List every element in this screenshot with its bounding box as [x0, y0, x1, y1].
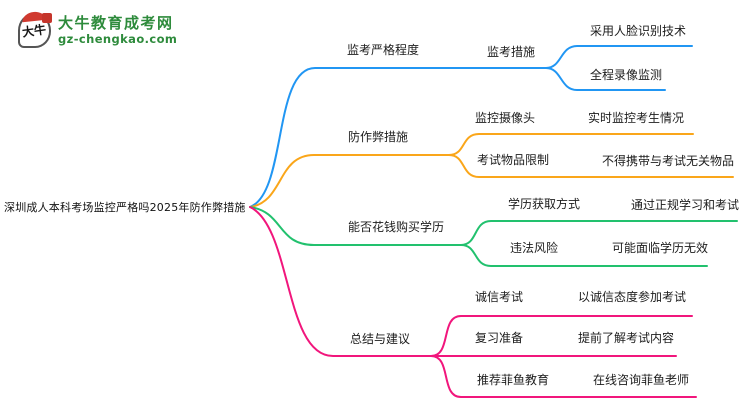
site-logo[interactable]: 大牛 大牛教育成考网 gz-chengkao.com	[18, 10, 177, 48]
branch-3-child-2-label: 违法风险	[510, 241, 559, 255]
branch-2-child-1-label: 监控摄像头	[475, 111, 536, 125]
branch-3-leaf-2: 可能面临学历无效	[612, 241, 709, 255]
branch-4-label: 总结与建议	[350, 332, 411, 346]
branch-1-leaf-2: 全程录像监测	[590, 68, 663, 82]
branch-1-child-1-label: 监考措施	[487, 45, 536, 59]
branch-2-label: 防作弊措施	[348, 130, 409, 144]
branch-4-main-connector	[249, 206, 432, 357]
branch-4-fork-up-connector	[430, 315, 693, 357]
branch-3-label: 能否花钱购买学历	[348, 220, 445, 234]
branch-4-leaf-3: 在线咨询菲鱼老师	[593, 373, 690, 387]
logo-title: 大牛教育成考网	[58, 14, 174, 33]
branch-4-leaf-1: 以诚信态度参加考试	[578, 290, 687, 304]
logo-domain: gz-chengkao.com	[58, 31, 178, 46]
branch-4-child-2-label: 复习准备	[475, 331, 524, 345]
branch-3-child-1-label: 学历获取方式	[508, 197, 581, 211]
branch-2-leaf-1: 实时监控考生情况	[588, 111, 685, 125]
branch-1-label: 监考严格程度	[347, 43, 420, 57]
branch-4-fork-down-connector	[430, 355, 697, 398]
branch-1-fork-down-connector	[545, 67, 666, 91]
branch-4-child-3-label: 推荐菲鱼教育	[477, 373, 550, 387]
branch-1-main-connector	[249, 67, 547, 208]
branch-3-main-connector	[249, 206, 462, 246]
branch-2-child-2-label: 考试物品限制	[477, 153, 550, 167]
logo-seal-icon	[42, 13, 52, 23]
logo-icon-text: 大牛	[21, 22, 48, 40]
branch-2-main-connector	[249, 154, 450, 208]
branch-3-fork-up-connector	[460, 220, 738, 246]
logo-icon: 大牛	[18, 10, 52, 48]
branch-4-leaf-2: 提前了解考试内容	[578, 331, 675, 345]
branch-3-fork-down-connector	[460, 244, 708, 267]
branch-2-leaf-2: 不得携带与考试无关物品	[602, 154, 735, 168]
branch-3-leaf-1: 通过正规学习和考试	[631, 198, 740, 212]
central-topic: 深圳成人本科考场监控严格吗2025年防作弊措施	[4, 201, 246, 214]
branch-1-fork-up-connector	[545, 45, 693, 69]
branch-1-leaf-1: 采用人脸识别技术	[590, 24, 687, 38]
branch-4-child-1-label: 诚信考试	[475, 290, 524, 304]
logo-text-block: 大牛教育成考网 gz-chengkao.com	[58, 15, 177, 45]
branch-2-fork-up-connector	[448, 133, 694, 156]
branch-2-fork-down-connector	[448, 154, 734, 178]
